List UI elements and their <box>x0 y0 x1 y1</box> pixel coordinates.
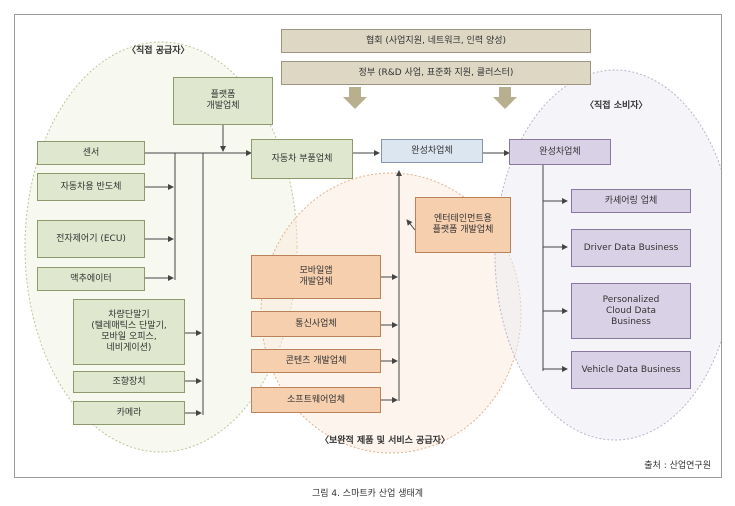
carsharing-box: 카셰어링 업체 <box>571 189 691 213</box>
ecu-box: 전자제어기 (ECU) <box>37 220 145 258</box>
association-box: 협회 (사업지원, 네트워크, 인력 양성) <box>281 29 591 53</box>
actuator-box: 액추에이터 <box>37 267 145 291</box>
steering-box: 조향장치 <box>73 371 185 393</box>
entertainment-platform-box: 엔터테인먼트용 플랫폼 개발업체 <box>415 197 511 253</box>
auto-parts-box: 자동차 부품업체 <box>251 139 353 179</box>
oem-box-1: 완성차업체 <box>381 139 483 163</box>
personalized-cloud-box: Personalized Cloud Data Business <box>571 283 691 339</box>
terminal-box: 차량단말기 (텔레매틱스 단말기, 모바일 오피스, 네비게이션) <box>73 299 185 365</box>
figure-caption: 그림 4. 스마트카 산업 생태계 <box>311 489 424 499</box>
software-box: 소프트웨어업체 <box>251 387 381 413</box>
complementary-label: 〈보완적 제품 및 서비스 공급자〉 <box>320 436 450 446</box>
source-note: 출처 : 산업연구원 <box>644 461 711 471</box>
direct-consumer-label: 〈직접 소비자〉 <box>585 101 648 111</box>
gov-arrow-left <box>343 87 367 109</box>
telecom-box: 통신사업체 <box>251 311 381 337</box>
camera-box: 카메라 <box>73 401 185 425</box>
mobile-app-box: 모바일앱 개발업체 <box>251 255 381 299</box>
semiconductor-box: 자동차용 반도체 <box>37 173 145 201</box>
sensor-box: 센서 <box>37 141 145 165</box>
direct-supplier-label: 〈직접 공급자〉 <box>127 46 190 56</box>
driver-data-box: Driver Data Business <box>571 229 691 267</box>
contents-box: 콘텐츠 개발업체 <box>251 349 381 373</box>
line-ent <box>406 219 416 231</box>
platform-developer-box: 플랫폼 개발업체 <box>173 77 273 125</box>
oem-box-2: 완성차업체 <box>509 139 611 165</box>
gov-arrow-right <box>493 87 517 109</box>
government-box: 정부 (R&D 사업, 표준화 지원, 클러스터) <box>281 61 591 85</box>
diagram-frame: 〈직접 공급자〉 〈직접 소비자〉 〈보완적 제품 및 서비스 공급자〉 협회 … <box>14 14 722 478</box>
vehicle-data-box: Vehicle Data Business <box>571 351 691 389</box>
